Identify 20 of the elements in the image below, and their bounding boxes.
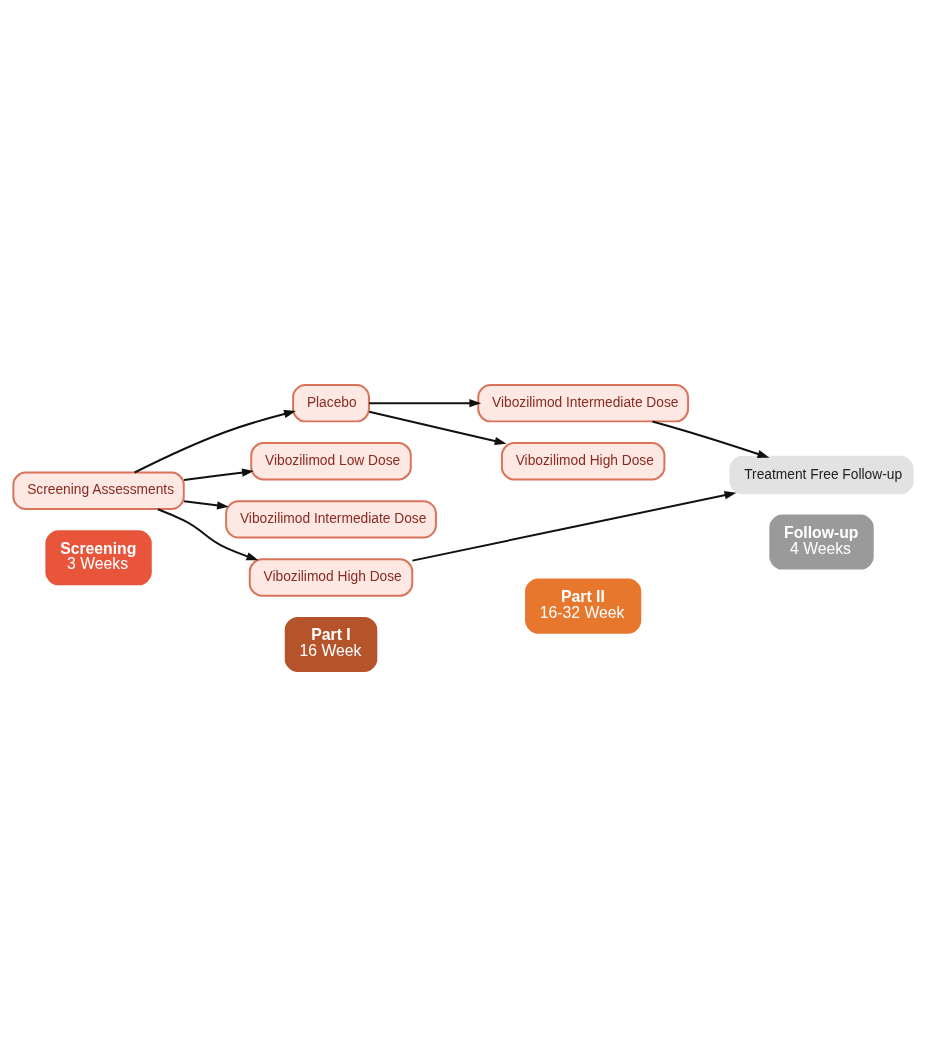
arrow <box>411 491 737 562</box>
node-box: Vibozilimod Intermediate Dose <box>477 383 690 423</box>
arrow <box>368 410 507 446</box>
arrow <box>156 508 259 561</box>
node-box: Vibozilimod High Dose <box>248 558 414 597</box>
node-box: Vibozilimod Low Dose <box>250 442 412 481</box>
node-box: Vibozilimod High Dose <box>500 442 666 481</box>
node-box: Screening Assessments <box>12 471 185 511</box>
arrow <box>183 468 254 481</box>
arrow <box>368 399 482 408</box>
node-box: Vibozilimod Intermediate Dose <box>225 500 437 539</box>
node-box: Screening 3 Weeks <box>45 530 152 586</box>
arrow <box>133 409 296 474</box>
node-box: Placebo <box>292 383 370 423</box>
arrow <box>651 420 770 458</box>
node-box: Follow-up 4 Weeks <box>769 514 874 570</box>
node-box: Treatment Free Follow-up <box>729 455 914 495</box>
arrow <box>183 500 229 510</box>
node-box: Part II 16-32 Week <box>525 578 642 634</box>
node-box: Part I 16 Week <box>284 616 378 673</box>
